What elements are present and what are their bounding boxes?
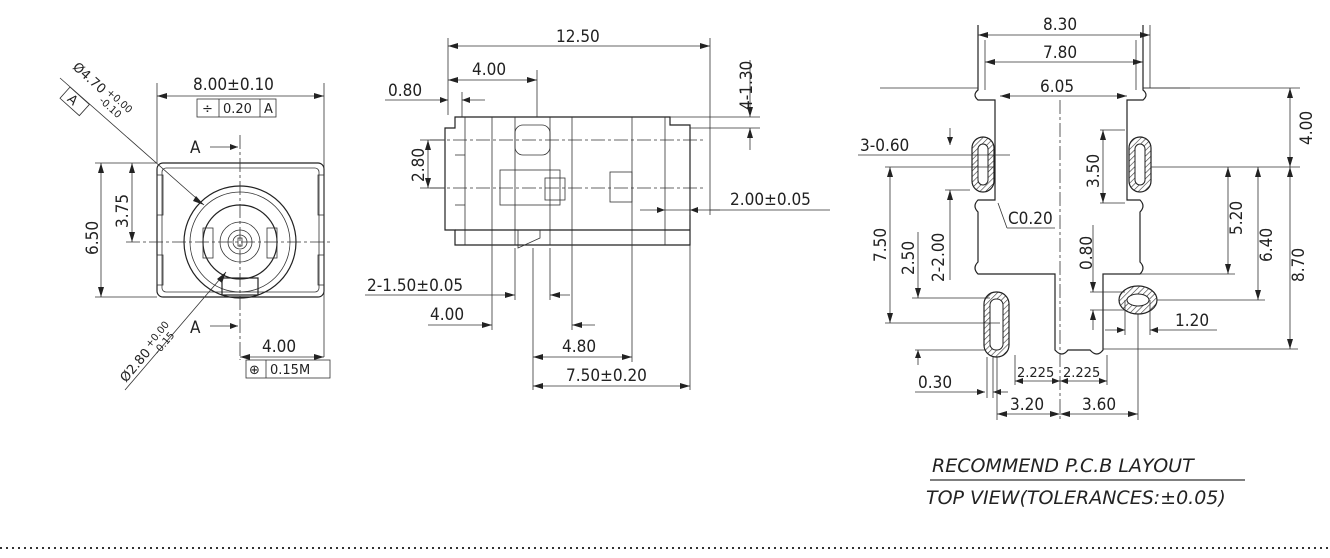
pcb-8-70-dim: 8.70	[1289, 248, 1309, 282]
pcb-3-60-dim: 3.60	[1082, 395, 1116, 415]
pcb-5-20-dim: 5.20	[1227, 201, 1247, 235]
datum-label: A	[64, 92, 81, 109]
pcb-3-50-dim: 3.50	[1084, 154, 1104, 188]
pcb-6-05-dim: 6.05	[1040, 77, 1074, 97]
tolerance-value: 0.20	[223, 102, 252, 117]
offset-dim: 4.00	[262, 337, 296, 357]
chamfer-callout: C0.20	[1008, 209, 1053, 229]
caption-title: RECOMMEND P.C.B LAYOUT	[932, 455, 1195, 477]
side-body-outline	[444, 116, 691, 246]
height-dim: 6.50	[83, 221, 103, 255]
side-0-80-dim: 0.80	[388, 81, 422, 101]
side-7-50-dim: 7.50±0.20	[566, 366, 647, 386]
pcb-7-50-dim: 7.50	[871, 228, 891, 262]
pcb-4-00-dim: 4.00	[1297, 111, 1317, 145]
pcb-8-30-dim: 8.30	[1043, 15, 1077, 35]
side-4-80-dim: 4.80	[562, 337, 596, 357]
pcb-0-30-dim: 0.30	[918, 373, 952, 393]
tolerance-symbol: ÷	[202, 102, 213, 117]
width-dim: 8.00±0.10	[193, 75, 274, 95]
section-label-top: A	[190, 138, 201, 158]
position-frame: ⊕ 0.15M	[245, 359, 331, 379]
section-label-bottom: A	[190, 318, 201, 338]
side-view: 12.50 4.00 0.80 4-1.30 2.80 2.00±0.05 2-…	[365, 27, 830, 390]
pcb-3-0-60-dim: 3-0.60	[860, 136, 909, 156]
pin-diameter-callout: Ø2.80 +0.00 -0.15	[118, 320, 178, 386]
pcb-2-225-left-dim: 2.225	[1017, 366, 1054, 381]
pcb-7-80-dim: 7.80	[1043, 43, 1077, 63]
side-2-1-50-dim: 2-1.50±0.05	[367, 276, 463, 296]
pcb-6-40-dim: 6.40	[1257, 228, 1277, 262]
footprint-outline	[974, 25, 1147, 355]
side-4-1-30-dim: 4-1.30	[737, 61, 757, 110]
flatness-frame: ÷ 0.20 A	[196, 98, 277, 118]
pcb-1-20-dim: 1.20	[1175, 311, 1209, 331]
length-dim: 12.50	[556, 27, 600, 47]
position-symbol: ⊕	[249, 363, 260, 378]
side-2-80-dim: 2.80	[409, 148, 429, 182]
top-4-00-dim: 4.00	[472, 60, 506, 80]
pin-dia-value: Ø2.80	[118, 346, 155, 386]
side-4-00-bottom-dim: 4.00	[430, 305, 464, 325]
center-height-dim: 3.75	[113, 194, 133, 228]
pcb-2-2-00-dim: 2-2.00	[929, 233, 949, 282]
front-view: 8.00±0.10 ÷ 0.20 A 6.50 3.75 A A Ø4.70 +…	[59, 60, 331, 391]
pcb-3-20-dim: 3.20	[1010, 395, 1044, 415]
side-2-00-dim: 2.00±0.05	[730, 190, 811, 210]
pcb-0-80-dim: 0.80	[1077, 236, 1097, 270]
position-value: 0.15M	[270, 363, 310, 378]
pcb-layout-view: 8.30 7.80 6.05 3-0.60 3.50 4.00 C0.20 7.…	[858, 15, 1317, 509]
datum-a-frame: A	[59, 86, 90, 117]
pcb-2-50-dim: 2.50	[899, 241, 919, 275]
pcb-2-225-right-dim: 2.225	[1063, 366, 1100, 381]
tolerance-datum: A	[264, 102, 273, 117]
caption-subtitle: TOP VIEW(TOLERANCES:±0.05)	[926, 487, 1226, 509]
